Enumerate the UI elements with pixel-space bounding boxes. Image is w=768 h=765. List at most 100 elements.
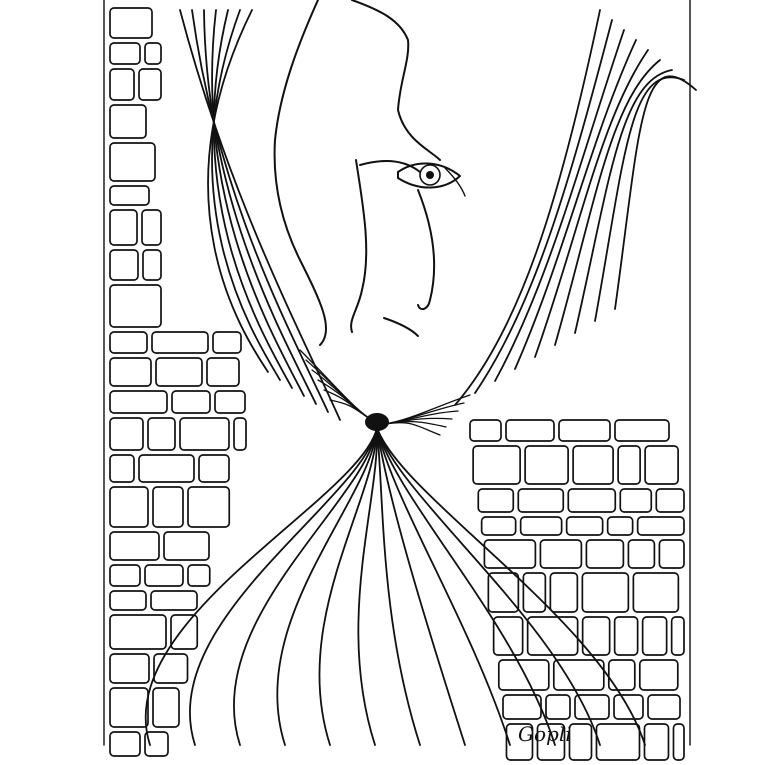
- stone-block: [647, 694, 681, 720]
- stone-block: [469, 419, 502, 442]
- stone-block: [214, 390, 246, 414]
- stone-block: [472, 445, 521, 485]
- stone-block: [636, 516, 685, 536]
- stone-block: [522, 572, 547, 613]
- hair-line-right: [574, 69, 673, 334]
- road-line: [318, 427, 378, 746]
- hair-line-right: [594, 76, 685, 322]
- stone-block: [619, 488, 653, 513]
- stone-block: [595, 723, 641, 761]
- stone-block: [480, 516, 517, 536]
- stone-block: [109, 249, 139, 281]
- stone-block: [109, 614, 167, 650]
- converge-line-right: [384, 394, 471, 425]
- stone-block: [109, 486, 149, 528]
- road-line: [276, 427, 378, 746]
- stone-block: [643, 723, 670, 761]
- hair-line-right: [614, 75, 697, 310]
- face-profile: [351, 0, 441, 161]
- stone-block: [526, 616, 579, 656]
- stone-block: [109, 7, 153, 39]
- stone-block: [644, 445, 679, 485]
- stone-block: [655, 488, 685, 513]
- stone-block: [147, 417, 176, 451]
- stone-block: [170, 614, 199, 650]
- stone-block: [163, 531, 210, 561]
- stone-block: [109, 185, 150, 206]
- stone-block: [565, 516, 604, 536]
- stone-block: [581, 616, 611, 656]
- stone-block: [153, 653, 189, 684]
- stone-block: [198, 454, 230, 483]
- stone-block: [109, 104, 147, 139]
- hair-line-left: [191, 9, 329, 413]
- stone-block: [487, 572, 520, 613]
- stone-block: [109, 357, 152, 387]
- stone-block: [138, 68, 162, 101]
- hair-line-left: [207, 9, 269, 373]
- stone-block: [141, 209, 162, 246]
- hair-line-right: [494, 29, 625, 382]
- stone-block: [142, 249, 162, 281]
- stone-block: [519, 516, 563, 536]
- stone-block: [144, 42, 162, 65]
- stone-block: [109, 331, 148, 354]
- stone-block: [109, 653, 150, 684]
- stone-block: [545, 694, 571, 720]
- stone-block: [109, 590, 147, 611]
- converge-line-left: [311, 369, 373, 421]
- stone-block: [206, 357, 240, 387]
- stone-block: [109, 531, 160, 561]
- stone-block: [144, 564, 184, 587]
- road-line: [376, 427, 646, 746]
- stone-block: [567, 488, 617, 513]
- road-line: [376, 427, 511, 746]
- stone-block: [505, 419, 555, 442]
- stone-block: [613, 694, 644, 720]
- converge-line-left: [329, 399, 373, 421]
- road-line: [376, 427, 466, 746]
- stone-block: [572, 445, 614, 485]
- hair-line-right: [454, 9, 601, 406]
- stone-block: [617, 445, 641, 485]
- mouth-line: [383, 317, 419, 337]
- stone-block: [641, 616, 668, 656]
- stone-block: [558, 419, 611, 442]
- stone-block: [627, 539, 656, 569]
- stone-block: [152, 486, 184, 528]
- stone-block: [150, 590, 198, 611]
- stone-block: [505, 723, 534, 761]
- stone-block: [517, 488, 565, 513]
- forehead-line: [273, 0, 328, 346]
- stone-block: [233, 417, 247, 451]
- stone-block: [524, 445, 569, 485]
- artist-signature: Gopli: [518, 722, 572, 746]
- hair-line-right: [534, 49, 649, 358]
- hair-line-left: [203, 9, 317, 405]
- eye: [397, 162, 466, 197]
- stone-block: [144, 731, 169, 757]
- stone-block: [109, 142, 156, 182]
- hair-line-right: [474, 19, 613, 394]
- road-line: [189, 427, 378, 746]
- stone-block: [614, 419, 670, 442]
- stone-block: [179, 417, 230, 451]
- stone-block: [109, 564, 141, 587]
- road-line: [357, 427, 378, 746]
- stone-block: [152, 687, 180, 728]
- stone-block: [552, 659, 605, 691]
- hair-line-left: [211, 9, 305, 397]
- converge-line-right: [384, 421, 441, 436]
- stone-block: [585, 539, 625, 569]
- hair-line-right: [514, 39, 637, 370]
- stone-block: [187, 564, 211, 587]
- stone-block: [109, 390, 168, 414]
- stone-block: [212, 331, 242, 354]
- hair-line-right: [554, 59, 661, 346]
- road-line: [376, 427, 421, 746]
- stone-block: [606, 516, 634, 536]
- hair-line-left: [179, 9, 341, 421]
- stone-block: [549, 572, 579, 613]
